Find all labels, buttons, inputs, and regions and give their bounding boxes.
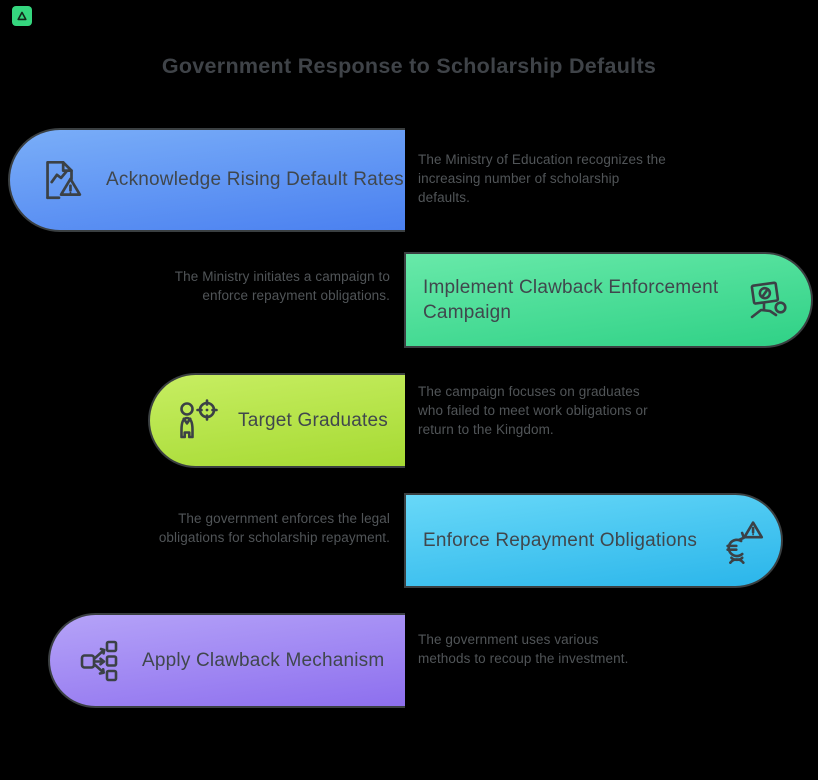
step-label: Enforce Repayment Obligations [423, 529, 698, 551]
step-pill-enforce-repayment-obligations: Enforce Repayment Obligations [404, 493, 783, 588]
step-pill-acknowledge-rising-default-rates: Acknowledge Rising Default Rates [8, 128, 405, 232]
step-description: The Ministry initiates a campaign to enf… [174, 269, 390, 303]
step-label: Implement Clawback Enforcement Campaign [423, 276, 719, 323]
step-description: The campaign focuses on graduates who fa… [418, 384, 648, 437]
step-label: Target Graduates [238, 409, 389, 431]
step-description: The Ministry of Education recognizes the… [418, 152, 666, 205]
step-pill-apply-clawback-mechanism: Apply Clawback Mechanism [48, 613, 405, 708]
step-pill-implement-clawback-enforcement-campaign: Implement Clawback Enforcement Campaign [404, 252, 813, 348]
currency-return-alert-icon [713, 515, 765, 567]
step-label: Apply Clawback Mechanism [142, 649, 385, 671]
page-title: Government Response to Scholarship Defau… [161, 54, 657, 78]
step-description: The government enforces the legal obliga… [158, 511, 390, 545]
watermark-logo-icon [12, 6, 32, 26]
chart-document-alert-icon [34, 155, 84, 205]
protest-sign-icon [741, 276, 791, 324]
distribute-nodes-icon [76, 636, 124, 686]
step-pill-target-graduates: Target Graduates [148, 373, 405, 468]
person-target-icon [172, 396, 220, 446]
step-description: The government uses various methods to r… [418, 632, 629, 666]
step-label: Acknowledge Rising Default Rates [106, 169, 404, 191]
